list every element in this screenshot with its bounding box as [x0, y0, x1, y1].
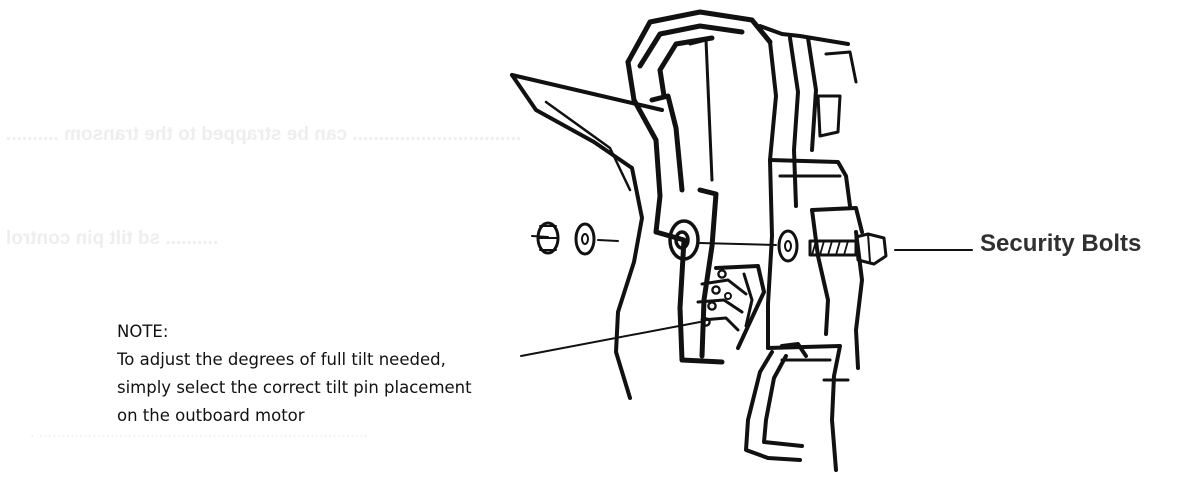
bolt-boss [668, 219, 700, 261]
tilt-tube-arm [744, 342, 808, 462]
left-washer [574, 222, 596, 256]
tilt-note: NOTE: To adjust the degrees of full tilt… [117, 318, 537, 430]
bleed-through-text: . ......................................… [30, 424, 368, 441]
right-washer [777, 229, 799, 263]
security-bolt-assembly [531, 221, 888, 266]
note-heading: NOTE: [117, 322, 169, 341]
tilt-pin-plate [696, 264, 766, 350]
note-line: on the outboard motor [117, 406, 305, 425]
note-line: simply select the correct tilt pin place… [117, 378, 472, 397]
bolt [808, 232, 888, 266]
note-leader [520, 321, 701, 357]
nut [536, 221, 560, 255]
security-bolts-label: Security Bolts [980, 230, 1142, 257]
note-line: To adjust the degrees of full tilt neede… [117, 350, 446, 369]
